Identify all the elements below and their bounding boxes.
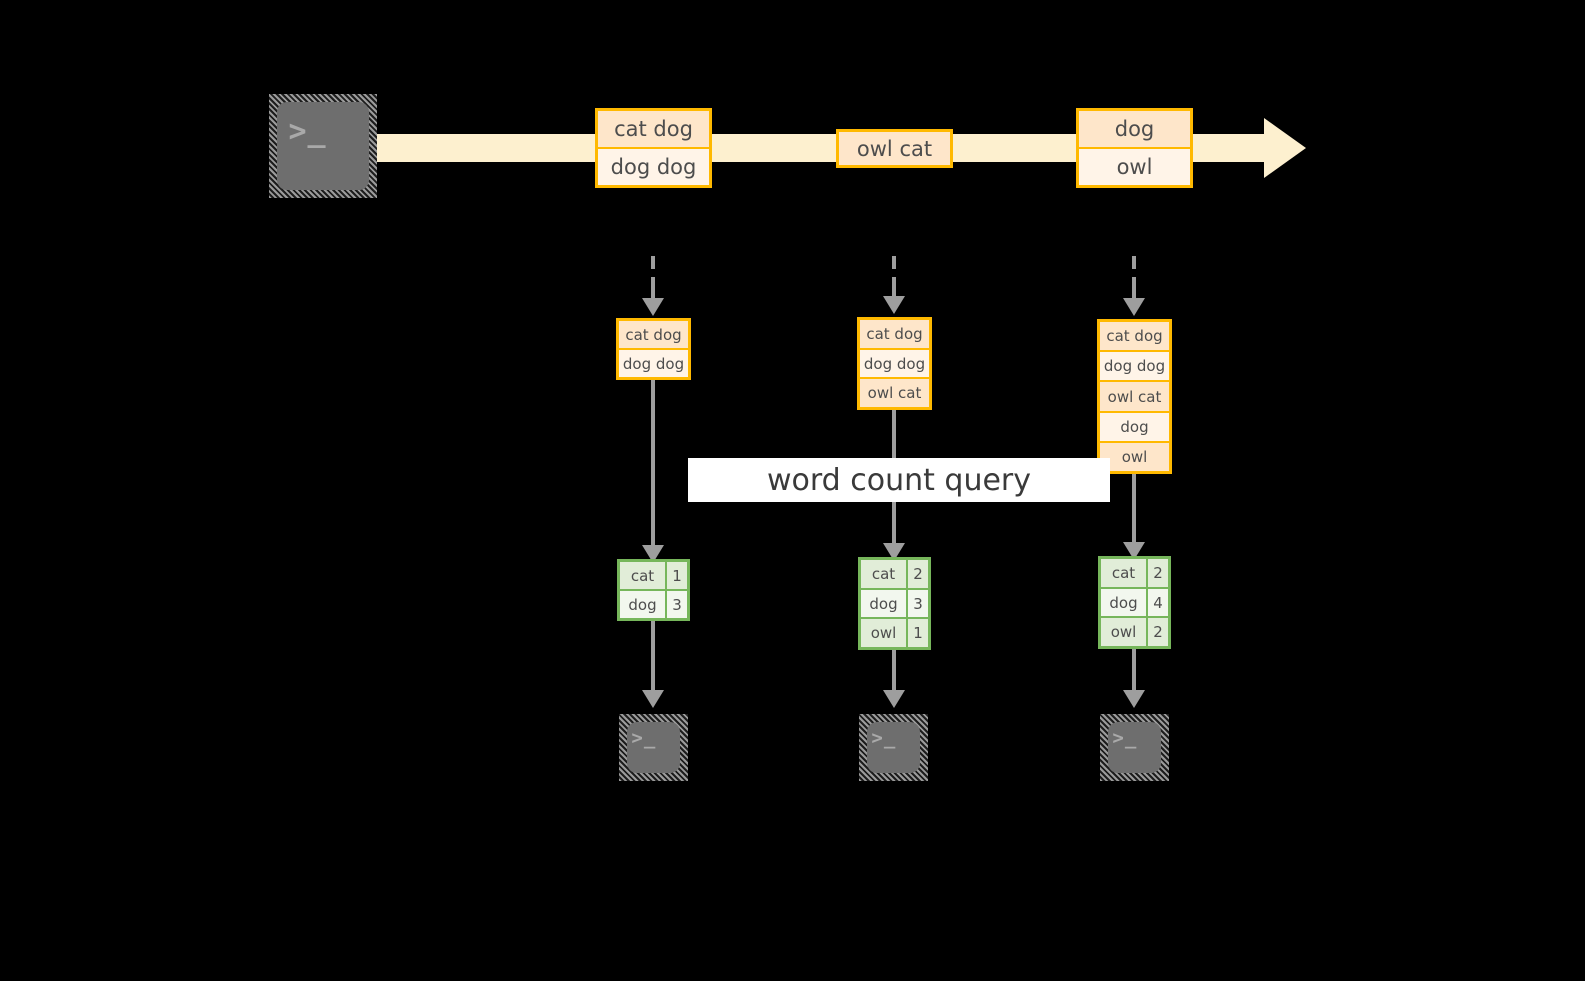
stream-event-3[interactable]: dog owl <box>1076 108 1193 188</box>
event-line: owl cat <box>839 132 950 165</box>
snapshot-2-input-box[interactable]: cat dog dog dog owl cat <box>857 317 932 410</box>
snapshot-3-sink-line <box>1132 649 1136 693</box>
result-word: owl <box>870 624 897 643</box>
input-line: dog dog <box>860 347 929 378</box>
result-word: cat <box>871 564 896 583</box>
input-line: owl <box>1100 440 1169 471</box>
snapshot-1-sink-arrowhead <box>642 690 664 708</box>
terminal-prompt-text: >_ <box>871 726 897 749</box>
input-line: cat dog <box>1100 322 1169 351</box>
snapshot-1-input-box[interactable]: cat dog dog dog <box>616 318 691 380</box>
snapshot-1-result-table[interactable]: cat 1 dog 3 <box>617 559 690 621</box>
table-row: dog 3 <box>620 589 687 618</box>
snapshot-3-result-table[interactable]: cat 2 dog 4 owl 2 <box>1098 556 1171 649</box>
terminal-screen <box>627 722 680 773</box>
input-line: owl cat <box>860 377 929 407</box>
snapshot-1-query-line <box>651 380 655 549</box>
input-line: dog dog <box>1100 350 1169 381</box>
stream-event-1[interactable]: cat dog dog dog <box>595 108 712 188</box>
snapshot-3-query-arrowhead <box>1123 542 1145 560</box>
terminal-screen <box>1108 722 1161 773</box>
terminal-screen <box>277 102 369 190</box>
result-count: 2 <box>1146 559 1168 587</box>
stream-arrowhead <box>1264 118 1306 178</box>
event-line: owl <box>1079 147 1190 185</box>
input-line: dog <box>1100 410 1169 441</box>
snapshot-3-query-line <box>1132 474 1136 546</box>
stream-source-terminal-icon[interactable]: >_ <box>269 94 377 198</box>
snapshot-3-tap-arrowhead <box>1123 298 1145 316</box>
input-line: owl cat <box>1100 380 1169 411</box>
result-word: dog <box>869 594 898 613</box>
result-word: cat <box>630 566 655 585</box>
table-row: owl 1 <box>861 617 928 647</box>
snapshot-1-tap-arrowhead <box>642 298 664 316</box>
table-row: cat 2 <box>861 560 928 588</box>
result-word: cat <box>1111 563 1136 582</box>
table-row: owl 2 <box>1101 616 1168 646</box>
result-count: 4 <box>1146 588 1168 617</box>
word-count-query-label: word count query <box>688 458 1110 502</box>
snapshot-2-tap-arrowhead <box>883 296 905 314</box>
event-line: cat dog <box>598 111 709 147</box>
terminal-prompt-text: >_ <box>288 113 327 149</box>
snapshot-3-sink-terminal-icon[interactable]: >_ <box>1100 714 1169 781</box>
result-count: 3 <box>906 589 928 618</box>
snapshot-1-tap-line <box>651 256 655 302</box>
snapshot-2-tap-line <box>892 256 896 300</box>
terminal-screen <box>867 722 920 773</box>
event-line: dog <box>1079 111 1190 147</box>
result-count: 2 <box>1146 618 1168 646</box>
snapshot-2-sink-arrowhead <box>883 690 905 708</box>
snapshot-3-sink-arrowhead <box>1123 690 1145 708</box>
input-line: cat dog <box>619 321 688 348</box>
result-count: 3 <box>665 591 687 618</box>
result-count: 1 <box>665 562 687 589</box>
table-row: dog 3 <box>861 587 928 618</box>
result-count: 1 <box>906 619 928 647</box>
event-line: dog dog <box>598 147 709 185</box>
snapshot-3-tap-line <box>1132 256 1136 302</box>
result-count: 2 <box>906 560 928 588</box>
stream-event-2[interactable]: owl cat <box>836 129 953 168</box>
snapshot-2-result-table[interactable]: cat 2 dog 3 owl 1 <box>858 557 931 650</box>
table-row: cat 2 <box>1101 559 1168 587</box>
snapshot-2-query-arrowhead <box>883 543 905 561</box>
input-line: dog dog <box>619 348 688 377</box>
snapshot-3-input-box[interactable]: cat dog dog dog owl cat dog owl <box>1097 319 1172 474</box>
snapshot-2-sink-terminal-icon[interactable]: >_ <box>859 714 928 781</box>
snapshot-1-sink-line <box>651 621 655 693</box>
snapshot-1-query-arrowhead <box>642 545 664 563</box>
input-line: cat dog <box>860 320 929 348</box>
snapshot-1-sink-terminal-icon[interactable]: >_ <box>619 714 688 781</box>
table-row: cat 1 <box>620 562 687 589</box>
table-row: dog 4 <box>1101 586 1168 617</box>
result-word: owl <box>1110 623 1137 642</box>
snapshot-2-sink-line <box>892 650 896 693</box>
result-word: dog <box>628 595 657 614</box>
terminal-prompt-text: >_ <box>1112 726 1138 749</box>
result-word: dog <box>1109 593 1138 612</box>
terminal-prompt-text: >_ <box>631 726 657 749</box>
